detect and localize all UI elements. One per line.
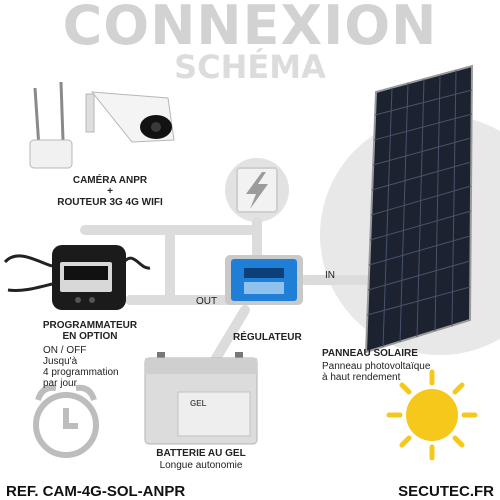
- connector-lines: [80, 217, 385, 365]
- battery-illustration: [144, 352, 258, 445]
- in-label: IN: [325, 270, 335, 281]
- programmer-desc-line1: ON / OFF: [43, 345, 87, 356]
- programmer-label-line2: EN OPTION: [62, 331, 118, 342]
- page-title: CONNEXION: [62, 0, 438, 57]
- programmer-desc-line3: 4 programmation: [43, 367, 119, 378]
- programmer-description: ON / OFF Jusqu'à 4 programmation par jou…: [43, 345, 143, 389]
- sun-icon: [386, 369, 478, 461]
- alarm-clock-icon: [33, 384, 99, 458]
- out-label: OUT: [196, 296, 218, 307]
- battery-label: BATTERIE AU GEL: [156, 448, 246, 459]
- solar-panel-illustration: [364, 64, 474, 354]
- camera-label-line3: ROUTEUR 3G 4G WIFI: [57, 197, 163, 208]
- footer-bar: [0, 480, 500, 500]
- footer-reference: REF. CAM-4G-SOL-ANPR: [6, 483, 186, 500]
- solar-panel-label: PANNEAU SOLAIRE: [322, 348, 418, 359]
- footer-website: SECUTEC.FR: [398, 483, 494, 500]
- camera-label-line2: +: [107, 186, 113, 197]
- camera-label: CAMÉRA ANPR + ROUTEUR 3G 4G WIFI: [45, 175, 175, 208]
- camera-label-line1: CAMÉRA ANPR: [72, 175, 148, 186]
- regulator-label: RÉGULATEUR: [233, 332, 302, 343]
- programmer-illustration: [3, 245, 151, 310]
- solar-panel-desc-line2: à haut rendement: [322, 372, 401, 383]
- battery-description: Longue autonomie: [159, 460, 243, 471]
- programmer-desc-line2: Jusqu'à: [43, 356, 78, 367]
- programmer-desc-line4: par jour: [43, 378, 77, 389]
- solar-panel-desc-line1: Panneau photovoltaïque: [322, 361, 431, 372]
- camera-router-illustration: [29, 81, 175, 169]
- lightning-bolt-icon: [236, 167, 278, 213]
- battery-brand-text: GEL: [190, 399, 207, 408]
- regulator-illustration: [225, 255, 303, 305]
- programmer-label: PROGRAMMATEUR EN OPTION: [40, 320, 140, 342]
- page-subtitle: SCHÉMA: [174, 48, 326, 86]
- programmer-label-line1: PROGRAMMATEUR: [42, 320, 138, 331]
